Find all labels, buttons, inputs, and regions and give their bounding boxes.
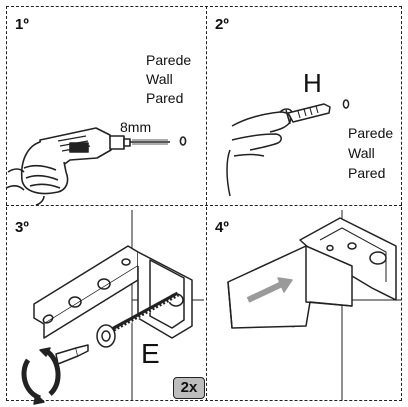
instruction-frame	[6, 6, 402, 401]
step-1-label-en: Wall	[146, 71, 173, 87]
anchor-part-letter: H	[303, 68, 322, 98]
drill-bit-size-label: 8mm	[120, 119, 152, 135]
step-2-number: 2º	[215, 16, 229, 33]
step-1-label-es: Pared	[146, 90, 184, 106]
screw-part-letter: E	[141, 338, 160, 369]
step-3-number: 3º	[15, 219, 29, 236]
step-2-label-es: Pared	[348, 165, 386, 181]
step-2-label-pt: Parede	[348, 125, 394, 141]
step-4-number: 4º	[215, 219, 229, 236]
step-1-label-pt: Parede	[146, 52, 192, 68]
step-2-label-en: Wall	[348, 145, 375, 161]
quantity-badge: 2x	[173, 377, 205, 399]
horizontal-divider	[6, 205, 402, 206]
step-1-number: 1º	[15, 16, 29, 33]
vertical-divider	[206, 6, 207, 401]
